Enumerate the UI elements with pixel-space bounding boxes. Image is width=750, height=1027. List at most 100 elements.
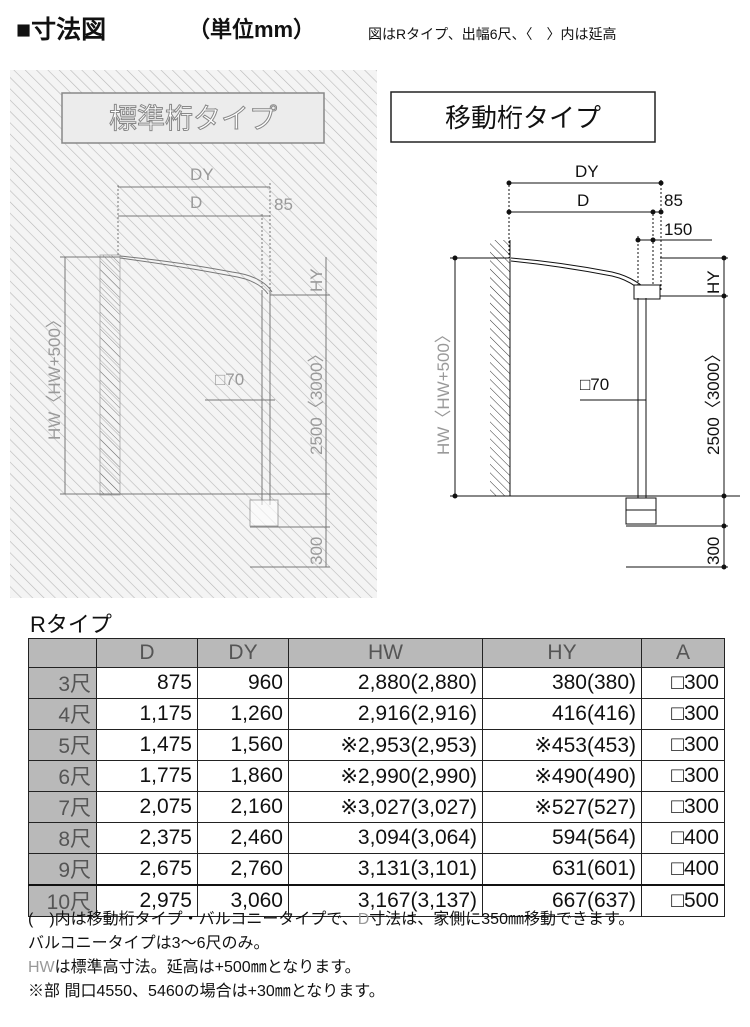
- post-size-moving: □70: [580, 375, 609, 394]
- note-hw-symbol: HW: [28, 959, 55, 976]
- cell-a: □300: [641, 791, 725, 823]
- table-header-row: D DY HW HY A: [28, 638, 725, 668]
- size-cell: 8尺: [28, 822, 97, 854]
- dim-85-standard: 85: [274, 195, 293, 214]
- cell-d: 1,175: [96, 698, 198, 730]
- cell-hy: 380(380): [482, 667, 642, 699]
- note-text: は標準高寸法。延高は+500㎜となります。: [54, 959, 361, 976]
- standard-beam-label-box: [61, 92, 325, 144]
- page-title: ■寸法図: [16, 16, 107, 44]
- note-line: HWは標準高寸法。延高は+500㎜となります。: [28, 956, 634, 980]
- cell-hw: ※2,953(2,953): [288, 729, 483, 761]
- note-line: バルコニータイプは3～6尺のみ。: [28, 935, 270, 952]
- dim-d-standard: D: [190, 193, 202, 212]
- note-text: ( )内は移動桁タイプ・バルコニータイプで、: [28, 911, 358, 928]
- dim-height-moving: 2500〈3000〉: [704, 345, 723, 455]
- dim-300-moving: 300: [704, 537, 723, 565]
- table-header: D: [96, 638, 198, 668]
- cell-hy: ※453(453): [482, 729, 642, 761]
- dim-300-standard: 300: [307, 537, 326, 565]
- cell-dy: 960: [197, 667, 289, 699]
- table-header: DY: [197, 638, 289, 668]
- cell-a: □300: [641, 729, 725, 761]
- cell-hw: 2,916(2,916): [288, 698, 483, 730]
- cell-a: □400: [641, 822, 725, 854]
- cell-hw: 2,880(2,880): [288, 667, 483, 699]
- table-header: HY: [482, 638, 642, 668]
- cell-d: 2,975: [96, 884, 198, 917]
- cell-d: 2,375: [96, 822, 198, 854]
- cell-hw: ※3,027(3,027): [288, 791, 483, 823]
- unit-label: （単位mm）: [188, 17, 316, 42]
- cell-hw: 3,131(3,101): [288, 853, 483, 886]
- cell-dy: 2,760: [197, 853, 289, 886]
- cell-a: □300: [641, 698, 725, 730]
- standard-beam-label: 標準桁タイプ: [109, 103, 277, 134]
- size-cell: 4尺: [28, 698, 97, 730]
- cell-a: □400: [641, 853, 725, 886]
- note-d-symbol: D: [357, 911, 370, 928]
- size-cell: 6尺: [28, 760, 97, 792]
- cell-dy: 2,460: [197, 822, 289, 854]
- cell-dy: 1,860: [197, 760, 289, 792]
- dim-height-standard: 2500〈3000〉: [307, 345, 326, 455]
- dim-150-moving: 150: [664, 220, 692, 239]
- size-cell: 10尺: [28, 884, 97, 917]
- moving-beam-label-box: [390, 91, 656, 143]
- cell-hw: 3,094(3,064): [288, 822, 483, 854]
- dim-dy-moving: DY: [575, 162, 599, 181]
- hatch-overlay: [10, 70, 377, 598]
- figure-note: 図はRタイプ、出幅6尺、〈 〉内は延高: [368, 26, 617, 42]
- size-cell: 3尺: [28, 667, 97, 699]
- cell-a: □500: [641, 884, 725, 917]
- post-size-standard: □70: [215, 370, 244, 389]
- dim-85-moving: 85: [664, 191, 683, 210]
- cell-d: 2,675: [96, 853, 198, 886]
- footnotes: ( )内は移動桁タイプ・バルコニータイプで、D寸法は、家側に350㎜移動できます…: [28, 908, 634, 1004]
- cell-hy: 416(416): [482, 698, 642, 730]
- cell-dy: 1,560: [197, 729, 289, 761]
- dim-hw-moving: HW〈HW+500〉: [434, 326, 453, 455]
- cell-dy: 2,160: [197, 791, 289, 823]
- dim-dy-standard: DY: [190, 165, 214, 184]
- cell-hy: ※490(490): [482, 760, 642, 792]
- cell-d: 875: [96, 667, 198, 699]
- moving-beam-diagram: 移動桁タイプ: [390, 91, 740, 570]
- dim-hw-standard: HW〈HW+500〉: [45, 311, 64, 440]
- cell-hw: 3,167(3,137): [288, 884, 483, 917]
- cell-hy: 631(601): [482, 853, 642, 886]
- note-text: 寸法は、家側に350㎜移動できます。: [369, 911, 635, 928]
- cell-hw: ※2,990(2,990): [288, 760, 483, 792]
- size-cell: 7尺: [28, 791, 97, 823]
- size-cell: 5尺: [28, 729, 97, 761]
- table-header: HW: [288, 638, 483, 668]
- standard-beam-diagram: 標準桁タイプ: [10, 70, 377, 598]
- note-line: ※部 間口4550、5460の場合は+30㎜となります。: [28, 983, 385, 1000]
- cell-hy: 667(637): [482, 884, 642, 917]
- dim-hy-moving: HY: [704, 270, 723, 294]
- dim-hy-standard: HY: [307, 268, 326, 292]
- dim-d-moving: D: [577, 191, 589, 210]
- cell-hy: 594(564): [482, 822, 642, 854]
- cell-d: 1,775: [96, 760, 198, 792]
- cell-dy: 3,060: [197, 884, 289, 917]
- cell-dy: 1,260: [197, 698, 289, 730]
- size-cell: 9尺: [28, 853, 97, 886]
- cell-a: □300: [641, 760, 725, 792]
- cell-d: 2,075: [96, 791, 198, 823]
- table-title: Rタイプ: [30, 612, 112, 637]
- note-line: ( )内は移動桁タイプ・バルコニータイプで、D寸法は、家側に350㎜移動できます…: [28, 908, 634, 932]
- cell-hy: ※527(527): [482, 791, 642, 823]
- table-header: [28, 638, 97, 668]
- table-header: A: [641, 638, 725, 668]
- moving-beam-label: 移動桁タイプ: [445, 103, 601, 133]
